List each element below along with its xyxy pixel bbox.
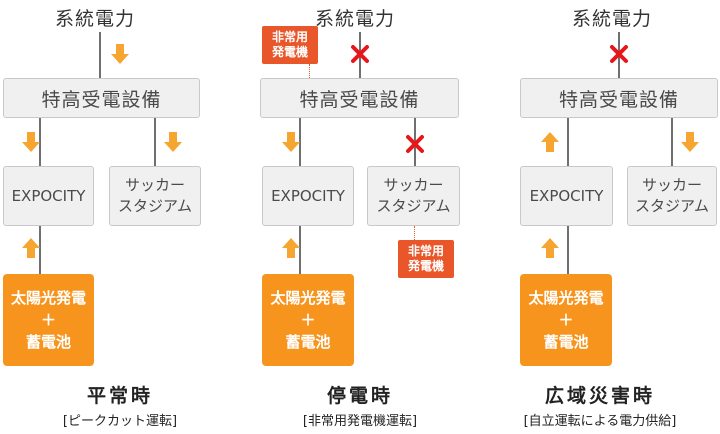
solar-feed-line bbox=[567, 226, 569, 274]
scenario-caption: 広域災害時 bbox=[544, 385, 655, 407]
generator-label-line1: 非常用 bbox=[407, 244, 444, 258]
arrow-down-icon bbox=[22, 132, 40, 152]
stadium-label-line2: スタジアム bbox=[118, 197, 192, 215]
arrow-down-icon bbox=[164, 132, 182, 152]
cross-icon bbox=[610, 45, 628, 63]
solar-feed-line bbox=[299, 226, 301, 274]
scenario-caption: 平常時 bbox=[86, 385, 153, 407]
generator-box-top: 非常用 発電機 bbox=[262, 26, 318, 64]
expocity-feed-line bbox=[299, 118, 301, 166]
substation-box: 特高受電設備 bbox=[520, 78, 718, 118]
solar-label-line2: ＋ bbox=[300, 311, 316, 329]
expocity-box: EXPOCITY bbox=[262, 166, 354, 226]
scenario-normal: 系統電力 特高受電設備 EXPOCITY サッカー スタジアム 太陽光発電 ＋ … bbox=[0, 0, 240, 434]
solar-label-line1: 太陽光発電 bbox=[270, 289, 346, 307]
expocity-box: EXPOCITY bbox=[3, 166, 94, 226]
expocity-feed-line bbox=[39, 118, 41, 166]
arrow-down-icon bbox=[111, 44, 129, 64]
scenario-caption: 停電時 bbox=[326, 385, 393, 407]
stadium-label-line1: サッカー bbox=[124, 176, 185, 194]
solar-battery-box: 太陽光発電 ＋ 蓄電池 bbox=[3, 274, 94, 366]
cross-icon bbox=[351, 45, 369, 63]
expocity-box: EXPOCITY bbox=[520, 166, 613, 226]
arrow-up-icon bbox=[541, 132, 559, 152]
scenario-subcaption: [自立運転による電力供給] bbox=[523, 414, 677, 429]
expocity-feed-line bbox=[567, 118, 569, 166]
stadium-label-line2: スタジアム bbox=[376, 197, 451, 215]
arrow-down-icon bbox=[681, 132, 699, 152]
stadium-box: サッカー スタジアム bbox=[627, 166, 717, 226]
stadium-box: サッカー スタジアム bbox=[109, 166, 201, 226]
solar-label-line3: 蓄電池 bbox=[543, 333, 589, 351]
stadium-label-line2: スタジアム bbox=[635, 197, 709, 215]
solar-label-line1: 太陽光発電 bbox=[10, 289, 86, 307]
arrow-down-icon bbox=[282, 132, 300, 152]
grid-power-label: 系統電力 bbox=[55, 8, 136, 30]
solar-label-line2: ＋ bbox=[558, 311, 574, 329]
generator-label-line2: 発電機 bbox=[271, 45, 308, 59]
solar-label-line2: ＋ bbox=[40, 311, 56, 329]
cross-icon bbox=[406, 135, 424, 153]
grid-power-label: 系統電力 bbox=[315, 8, 396, 30]
generator-label-line2: 発電機 bbox=[407, 259, 444, 273]
arrow-up-icon bbox=[541, 238, 559, 258]
stadium-box: サッカー スタジアム bbox=[367, 166, 460, 226]
grid-line bbox=[99, 32, 101, 78]
substation-box: 特高受電設備 bbox=[3, 78, 200, 118]
scenario-subcaption: [非常用発電機運転] bbox=[302, 414, 418, 429]
scenario-subcaption: [ピークカット運転] bbox=[62, 414, 178, 429]
solar-battery-box: 太陽光発電 ＋ 蓄電池 bbox=[262, 274, 354, 366]
solar-label-line1: 太陽光発電 bbox=[528, 289, 604, 307]
solar-label-line3: 蓄電池 bbox=[25, 333, 71, 351]
generator-box-stadium: 非常用 発電機 bbox=[398, 240, 454, 278]
solar-feed-line bbox=[39, 226, 41, 274]
scenario-blackout: 系統電力 非常用 発電機 特高受電設備 EXPOCITY サッカー スタジアム … bbox=[240, 0, 480, 434]
stadium-feed-line bbox=[154, 118, 156, 166]
substation-box: 特高受電設備 bbox=[260, 78, 459, 118]
arrow-up-icon bbox=[282, 238, 300, 258]
stadium-feed-line bbox=[671, 118, 673, 166]
generator-connector bbox=[414, 226, 415, 240]
solar-label-line3: 蓄電池 bbox=[285, 333, 331, 351]
generator-label-line1: 非常用 bbox=[271, 30, 308, 44]
stadium-label-line1: サッカー bbox=[641, 176, 702, 194]
solar-battery-box: 太陽光発電 ＋ 蓄電池 bbox=[520, 274, 612, 366]
arrow-up-icon bbox=[22, 238, 40, 258]
stadium-label-line1: サッカー bbox=[383, 176, 444, 194]
grid-power-label: 系統電力 bbox=[572, 8, 653, 30]
scenario-wide-disaster: 系統電力 特高受電設備 EXPOCITY サッカー スタジアム 太陽光発電 ＋ … bbox=[480, 0, 720, 434]
generator-connector bbox=[309, 64, 310, 78]
